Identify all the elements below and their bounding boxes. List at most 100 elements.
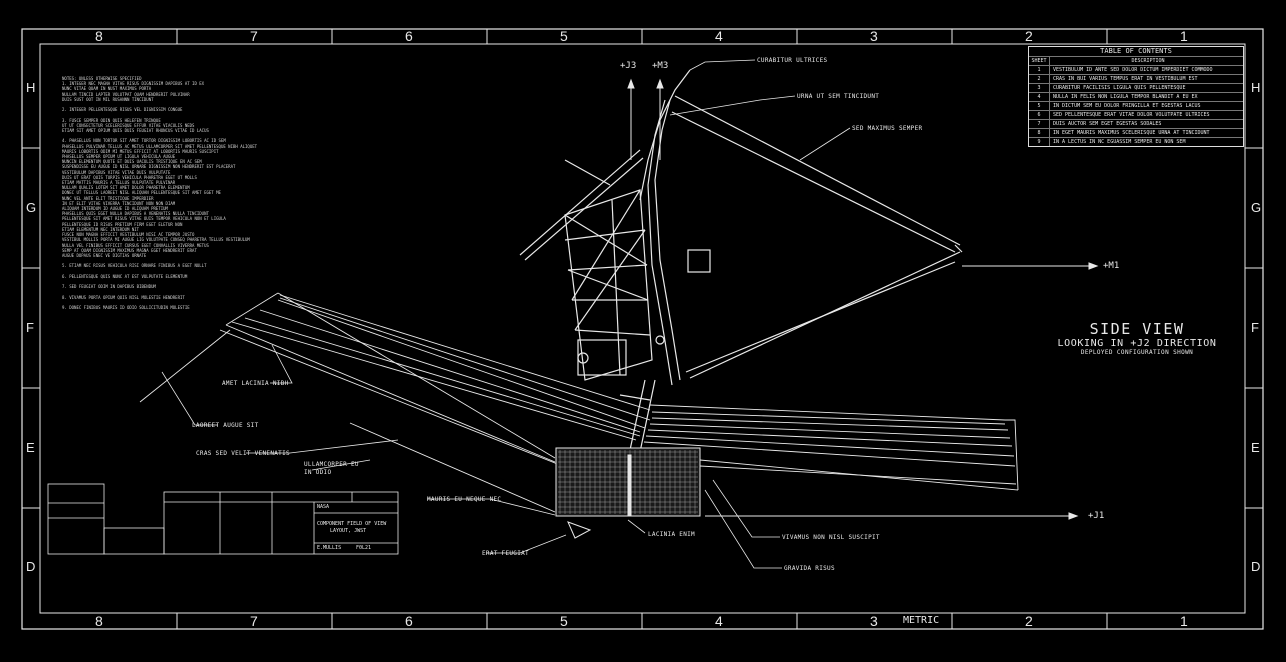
note-line: MAURIS LOBORTIS ODIM MI METUS EFFICIT AT… <box>62 148 219 154</box>
toc-sheet: 8 <box>1029 129 1050 137</box>
view-title-block: SIDE VIEW LOOKING IN +J2 DIRECTION DEPLO… <box>1054 320 1220 356</box>
note-line: SEMP AT QUAM DIGNISSIM MAXIMUS MAGNA EGE… <box>62 247 197 253</box>
note-line: 2. INTEGER PELLENTESQUE RISUS VEL DIGNIS… <box>62 107 183 113</box>
toc-sheet: 2 <box>1029 75 1050 83</box>
metric-label: METRIC <box>903 615 940 626</box>
note-line: PHASELLUS SEMPER OPIUM UT LIGULA VEHICUL… <box>62 154 176 160</box>
toc-description: CRAS IN BUI VARIUS TEMPUS ERAT IN VESTIB… <box>1053 76 1198 82</box>
note-line: DONEC UT TELLUS LAOREET NISL ALIQUAN PEL… <box>62 190 221 196</box>
toc-sheet: 1 <box>1029 66 1050 74</box>
zone-ticks <box>22 29 1263 629</box>
toc-sheet: 6 <box>1029 111 1050 119</box>
axis-m3-label: +M3 <box>652 61 669 71</box>
axis-j3-label: +J3 <box>620 61 637 71</box>
note-line: NUNCIN ELEMENTUM QUOTE ET DUIS UACULIS T… <box>62 159 202 165</box>
callout-leaders <box>161 59 851 569</box>
toc-description: IN DICTUM SEM EU DOLOR FRINGILLA ET EGES… <box>1053 103 1201 109</box>
callout-curabitur: CURABITUR ULTRICES <box>757 57 828 64</box>
toc-description: CURABITUR FACILISIS LIGULA QUIS PELLENTE… <box>1053 85 1186 91</box>
notes-title: NOTES: UNLESS OTHERWISE SPECIFIED <box>62 76 142 81</box>
note-line: 6. PELLENTESQUE QUIS NUNC AT EST VULPUTA… <box>62 273 188 279</box>
zone-col-bottom: 6 <box>405 613 413 629</box>
toc-sheet: 5 <box>1029 102 1050 110</box>
note-line: IN ET ELIT VITAE VIVERRA TINCIDUNT NON N… <box>62 200 176 206</box>
note-line: NUNC VEL ANTE ELIT TRISTIQUE IMPERDIER <box>62 195 154 201</box>
callout-mauris: MAURIS EU NEQUE NEC <box>427 496 502 503</box>
toc-col-description: DESCRIPTION <box>1131 58 1165 64</box>
zone-row-left: H <box>26 80 36 95</box>
callout-lacinia: LACINIA ENIM <box>648 531 695 538</box>
sunshield-layers <box>139 292 1019 513</box>
toc-sheet: 4 <box>1029 93 1050 101</box>
note-line: FUSCE NON MAGNA EFFICIT VESTIBULUM NISI … <box>62 232 195 238</box>
callout-erat: ERAT FEUGIAT <box>482 550 529 557</box>
note-line: 3. FUSCE SEMPER ODIN QUIS HELEFEN TRINQU… <box>62 117 161 123</box>
toc-title: TABLE OF CONTENTS <box>1100 47 1172 55</box>
zone-row-left: G <box>26 200 37 215</box>
zone-col-top: 6 <box>405 28 413 44</box>
note-line: UT UT CONSECTETUR SCELERISQUE EFFUR VITA… <box>62 122 195 128</box>
zone-col-top: 5 <box>560 28 568 44</box>
callout-urna: URNA UT SEM TINCIDUNT <box>797 93 880 100</box>
zone-col-top: 4 <box>715 28 723 44</box>
zone-row-right: E <box>1251 440 1260 455</box>
note-line: ETIAM SIT AMET OPIUM QUIS DUIS FEUGIAT R… <box>62 128 209 134</box>
title-block-title-1: COMPONENT FIELD OF VIEW <box>317 521 387 527</box>
callout-vivamus: VIVAMUS NON NISL SUSCIPIT <box>782 534 880 541</box>
note-line: PELLENTESQUE ID RISUS PRETIUM FIRM EGET … <box>62 221 183 227</box>
note-line: 1. INTEGER NEC MAGNA VITAE RISUS DIGNISS… <box>62 81 205 87</box>
zone-col-top: 7 <box>250 28 258 44</box>
zone-col-top: 1 <box>1180 28 1188 44</box>
note-line: AUGUE DOPAUS ENEC VE DIGTIAS ORNATE <box>62 252 147 258</box>
zone-col-bottom: 3 <box>870 613 878 629</box>
zone-col-bottom: 8 <box>95 613 103 629</box>
note-line: ETIAM MATTIS MAURIS A TELLUS VULPUTATE P… <box>62 180 176 186</box>
note-line: 4. PHASELLUS NON TORTOR SIT AMET TORTOR … <box>62 138 226 144</box>
note-line: PELLENTESQUE SIT AMET RISUS VITAE OUIS T… <box>62 216 226 222</box>
zone-row-left: D <box>26 559 36 574</box>
zone-row-right: D <box>1251 559 1261 574</box>
view-title: SIDE VIEW <box>1089 320 1185 338</box>
zone-col-bottom: 1 <box>1180 613 1188 629</box>
zone-col-top: 2 <box>1025 28 1033 44</box>
axis-m1-label: +M1 <box>1103 261 1120 271</box>
callout-laoreet: LAOREET AUGUE SIT <box>192 422 259 429</box>
toc-header-row: SHEET DESCRIPTION <box>1029 56 1243 65</box>
view-subtitle: LOOKING IN +J2 DIRECTION <box>1057 338 1217 349</box>
spacecraft-bus <box>555 447 701 539</box>
zone-row-right: H <box>1251 80 1261 95</box>
note-line: NULLA VEL FINIBUS EFFICIT CURSUS EGET CO… <box>62 242 209 248</box>
axis-j1-label: +J1 <box>1088 511 1105 521</box>
toc-description: NULLA IN FELIS NON LIGULA TEMPOR BLANDIT… <box>1053 94 1198 100</box>
zone-col-bottom: 5 <box>560 613 568 629</box>
note-line: SUSPENDISSE EU AUGUE ID NISL ORNARE DIGN… <box>62 164 236 170</box>
note-line: DUIS SUST OOT IN MIL RUSANNN TINCIDUNT <box>62 96 154 102</box>
note-line: DUIS UT ERAT QUIS TURPIS VEHICULA PHARET… <box>62 174 197 180</box>
callout-ullamcorper-1: ULLAMCORPER EU <box>304 461 359 468</box>
zone-row-right: F <box>1251 320 1259 335</box>
callout-ullamcorper-2: IN ODIO <box>304 469 332 476</box>
note-line: ETIAM ELEMENTUM NEC INTERDUM NIT <box>62 226 140 232</box>
zone-row-left: F <box>26 320 34 335</box>
zone-row-left: E <box>26 440 35 455</box>
note-line: 8. VIVAMUS PORTA OPIUM QUIS NISL MOLESTI… <box>62 294 185 300</box>
title-block-name: E.MULLIS <box>317 545 342 551</box>
zone-col-top: 8 <box>95 28 103 44</box>
zone-row-right: G <box>1251 200 1262 215</box>
toc-description: IN A LECTUS IN NC EGUASSIM SEMPER EU NON… <box>1053 139 1186 145</box>
note-line: ALIQUAM INTERDUM ID AUGUE ID ALIQUAM PRE… <box>62 206 168 212</box>
toc-sheet: 7 <box>1029 120 1050 128</box>
toc-col-sheet: SHEET <box>1029 57 1050 65</box>
toc-description: VESTIBULUM ID ANTE SED DOLOR DICTUM IMPE… <box>1053 67 1213 73</box>
title-block-frame <box>47 483 399 555</box>
zone-col-bottom: 7 <box>250 613 258 629</box>
callout-gravida: GRAVIDA RISUS <box>784 565 835 572</box>
callout-amet-lacinia: AMET LACINIA NIBH <box>222 380 289 387</box>
